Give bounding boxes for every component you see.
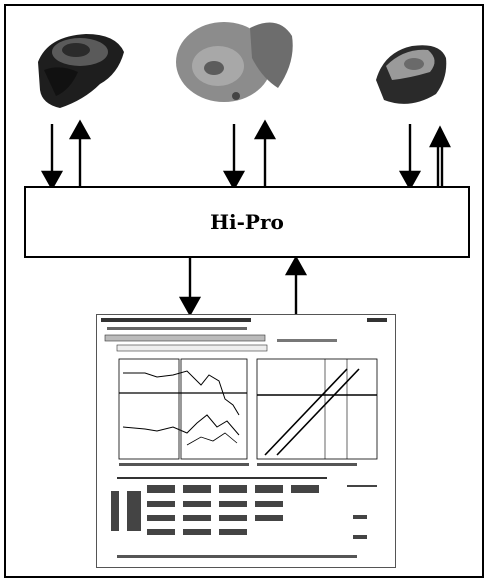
hi-pro-label: Hi-Pro <box>210 210 284 234</box>
fitting-software-screenshot <box>96 314 396 568</box>
software-screen-graphic <box>97 315 396 568</box>
hearing-aid-left-image <box>38 34 124 108</box>
hi-pro-box: Hi-Pro <box>24 186 470 258</box>
hearing-aid-right-image <box>376 45 446 104</box>
hearing-aid-center-image <box>176 22 293 102</box>
